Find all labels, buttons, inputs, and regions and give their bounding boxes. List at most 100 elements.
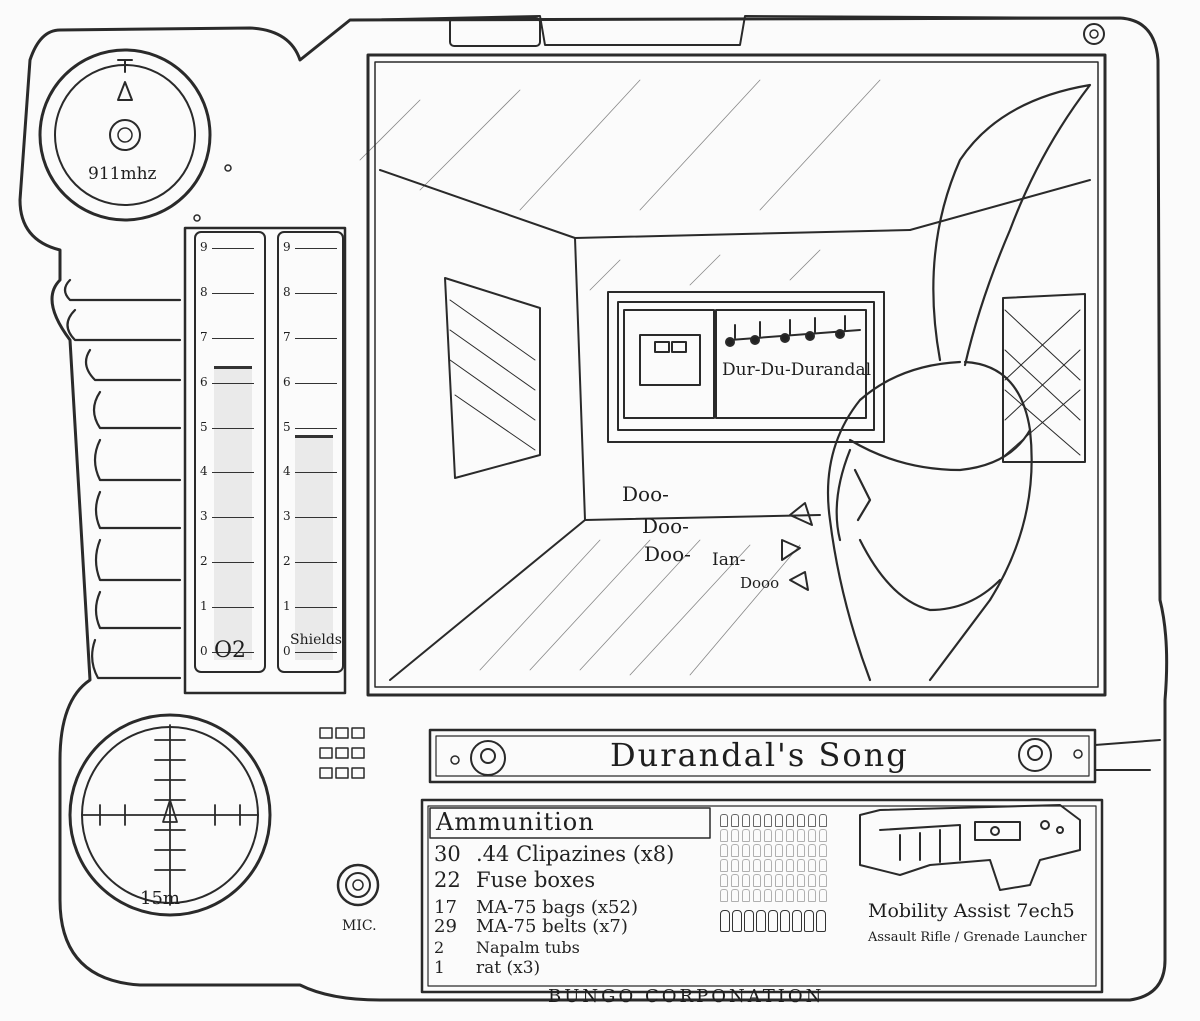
grenade-round-icon [768, 910, 778, 932]
bullet-icon [775, 844, 783, 857]
bullet-icon [775, 829, 783, 842]
shields-level-fill [295, 434, 333, 660]
bullet-icon [819, 889, 827, 902]
oxygen-tick-label: 3 [200, 509, 208, 524]
motion-sensor-range: 15m [140, 888, 180, 909]
shields-tick-label: 2 [283, 554, 291, 569]
shields-tick-label: 4 [283, 464, 291, 479]
shields-tick-line [295, 382, 337, 384]
keypad[interactable] [316, 724, 368, 782]
bullet-icon [742, 829, 750, 842]
song-line-3: Doo- [644, 542, 691, 566]
bullet-icon [720, 859, 728, 872]
bullet-icon [808, 844, 816, 857]
bullet-icon [742, 859, 750, 872]
radio-frequency-label: 911mhz [88, 164, 157, 184]
bullet-icon [786, 844, 794, 857]
shields-tick-label: 5 [283, 419, 291, 434]
oxygen-tick-line [212, 248, 254, 249]
oxygen-tick-line [212, 652, 254, 653]
oxygen-tick-line [212, 382, 254, 384]
bullet-icon [797, 814, 805, 827]
monitor-text: Dur-Du-Durandal [722, 360, 872, 380]
bullet-icon [720, 889, 728, 902]
song-line-1: Doo- [622, 482, 669, 506]
bullet-icon [797, 889, 805, 902]
grenade-round-icon [816, 910, 826, 932]
bullet-icon [797, 874, 805, 887]
oxygen-tick-label: 1 [200, 599, 208, 614]
bullet-icon [797, 859, 805, 872]
shields-tick-label: 6 [283, 374, 291, 389]
bullet-icon [819, 844, 827, 857]
mic-label: MIC. [342, 918, 377, 934]
bullet-icon [720, 874, 728, 887]
grenade-round-icon [744, 910, 754, 932]
bullet-icon [808, 889, 816, 902]
bullet-icon [775, 814, 783, 827]
grenade-round-icon [792, 910, 802, 932]
oxygen-tick-line [212, 337, 254, 339]
bullet-icon [808, 874, 816, 887]
shields-tick-label: 7 [283, 329, 291, 344]
knob-icon [480, 748, 496, 764]
inventory-header: Ammunition [436, 808, 595, 836]
bullet-icon [775, 859, 783, 872]
mic-knob[interactable] [336, 863, 380, 907]
bullet-icon [808, 814, 816, 827]
bullet-icon [720, 829, 728, 842]
knob-icon [1027, 745, 1043, 761]
bullet-icon [742, 889, 750, 902]
bullet-icon [764, 814, 772, 827]
bullet-icon [753, 889, 761, 902]
shields-tick-label: 1 [283, 599, 291, 614]
shields-tick-label: 3 [283, 509, 291, 524]
bullet-icon [731, 889, 739, 902]
oxygen-tick-label: 7 [200, 329, 208, 344]
shields-tick-line [295, 427, 337, 429]
oxygen-tick-line [212, 607, 254, 609]
grenade-round-icon [732, 910, 742, 932]
bullet-icon [731, 814, 739, 827]
bullet-icon [764, 859, 772, 872]
shields-tick-line [295, 562, 337, 564]
oxygen-tick-label: 5 [200, 419, 208, 434]
song-line-5: Dooo [740, 574, 780, 592]
oxygen-level-fill [214, 366, 252, 660]
bullet-icon [764, 889, 772, 902]
shields-tick-label: 0 [283, 644, 291, 658]
oxygen-tick-label: 4 [200, 464, 208, 479]
inventory-item[interactable]: 30.44 Clipazines (x8) [434, 842, 675, 866]
bullet-icon [753, 829, 761, 842]
motion-sensor [70, 715, 270, 915]
bullet-icon [819, 829, 827, 842]
game-viewport[interactable] [375, 62, 1098, 687]
oxygen-tick-line [212, 427, 254, 429]
bullet-icon [731, 874, 739, 887]
radio-dial[interactable] [40, 50, 210, 220]
title-right-knob[interactable] [1018, 738, 1052, 772]
oxygen-tick-line [212, 472, 254, 474]
grenade-round-icon [780, 910, 790, 932]
oxygen-tick-line [212, 562, 254, 564]
oxygen-tick-label: 8 [200, 284, 208, 299]
title-left-knob[interactable] [470, 740, 506, 776]
song-line-4: Ian- [712, 550, 746, 570]
title-text: Durandal's Song [610, 736, 909, 774]
bullet-icon [819, 874, 827, 887]
bullet-icon [753, 814, 761, 827]
bullet-icon [742, 814, 750, 827]
bullet-icon [753, 859, 761, 872]
shields-tick-line [295, 337, 337, 339]
oxygen-tick-line [212, 517, 254, 519]
ammo-bullet-grid [720, 814, 840, 932]
shields-tick-line [295, 248, 337, 249]
